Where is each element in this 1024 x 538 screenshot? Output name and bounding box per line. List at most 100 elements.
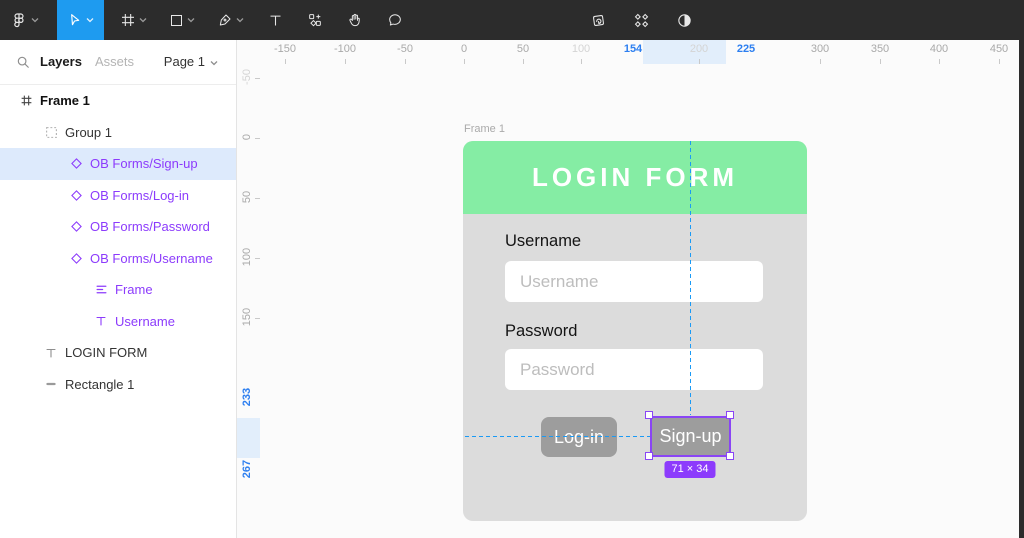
resources-tool-button[interactable]	[297, 0, 333, 40]
toolbar	[0, 0, 1024, 40]
ruler-tick	[255, 78, 260, 79]
login-button[interactable]: Log-in	[541, 417, 617, 457]
canvas-scrollbar[interactable]	[1019, 40, 1024, 538]
text-tool-button[interactable]	[258, 0, 293, 40]
variants-button[interactable]	[633, 0, 650, 40]
layer-row-login-form[interactable]: LOGIN FORM	[0, 337, 236, 369]
mask-icon	[676, 12, 693, 29]
selection-outline[interactable]	[650, 416, 731, 457]
selection-handle-top-right[interactable]	[726, 411, 734, 419]
hand-tool-icon	[347, 12, 363, 28]
ruler-label: 450	[989, 43, 1009, 55]
vertical-alignment-guide	[690, 141, 691, 415]
ruler-label: 200	[689, 43, 709, 55]
layer-row-ob-forms-password[interactable]: OB Forms/Password	[0, 211, 236, 243]
chevron-down-icon	[139, 17, 147, 23]
layer-row-group-1[interactable]: Group 1	[0, 117, 236, 149]
line-icon	[43, 376, 59, 392]
comment-tool-button[interactable]	[377, 0, 413, 40]
ruler-tick	[464, 59, 465, 64]
comment-icon	[387, 12, 403, 28]
pen-tool-icon	[217, 12, 233, 28]
component-icon	[68, 219, 84, 235]
layer-label: OB Forms/Username	[90, 250, 213, 266]
tab-layers[interactable]: Layers	[40, 54, 82, 69]
username-input[interactable]	[505, 261, 763, 302]
layer-label: Frame	[115, 282, 153, 298]
ruler-label: 100	[571, 43, 591, 55]
layer-row-ob-forms-log-in[interactable]: OB Forms/Log-in	[0, 180, 236, 212]
chevron-down-icon	[236, 17, 244, 23]
figma-logo-icon	[10, 11, 28, 29]
mask-button[interactable]	[676, 0, 693, 40]
layer-row-rectangle-1[interactable]: Rectangle 1	[0, 369, 236, 401]
password-label: Password	[505, 322, 578, 340]
component-icon	[68, 187, 84, 203]
page-selector-label: Page 1	[163, 54, 205, 69]
group-icon	[43, 124, 59, 140]
layer-label: Username	[115, 313, 175, 329]
move-cursor-icon	[67, 12, 83, 28]
ruler-tick	[581, 59, 582, 64]
frame-tool-button[interactable]	[112, 0, 155, 40]
layer-row-ob-forms-username[interactable]: OB Forms/Username	[0, 243, 236, 275]
toolbar-right-group	[590, 0, 693, 40]
design-frame[interactable]: LOGIN FORM Username Password Log-in Sign…	[463, 141, 807, 521]
ruler-tick	[820, 59, 821, 64]
chevron-down-icon	[210, 54, 218, 69]
text-tool-icon	[268, 13, 283, 28]
selection-handle-bottom-left[interactable]	[645, 452, 653, 460]
actions-button[interactable]	[590, 0, 607, 40]
layer-row-frame[interactable]: Frame	[0, 274, 236, 306]
layer-row-username[interactable]: Username	[0, 306, 236, 338]
form-header: LOGIN FORM	[463, 141, 807, 214]
ruler-label: 400	[929, 43, 949, 55]
canvas-frame-label[interactable]: Frame 1	[464, 123, 505, 135]
search-icon[interactable]	[16, 55, 30, 74]
auto-layout-icon	[93, 282, 109, 298]
layer-label: Frame 1	[40, 93, 90, 109]
frame-tool-icon	[120, 12, 136, 28]
form-title: LOGIN FORM	[531, 162, 739, 192]
figma-menu-button[interactable]	[0, 0, 45, 40]
layer-row-ob-forms-sign-up[interactable]: OB Forms/Sign-up	[0, 148, 236, 180]
ruler-label: -100	[333, 43, 357, 55]
password-input[interactable]	[505, 349, 763, 390]
component-icon	[68, 250, 84, 266]
ruler-tick	[345, 59, 346, 64]
ruler-label: -150	[273, 43, 297, 55]
ruler-label: 300	[810, 43, 830, 55]
chevron-down-icon	[86, 17, 94, 23]
panel-header: Layers Assets Page 1	[0, 40, 236, 85]
ruler-label: 225	[736, 43, 756, 55]
layer-label: LOGIN FORM	[65, 345, 148, 361]
layer-label: Rectangle 1	[65, 376, 135, 392]
move-tool-button[interactable]	[57, 0, 104, 40]
ruler-tick	[285, 59, 286, 64]
chevron-down-icon	[187, 17, 195, 23]
chevron-down-icon	[31, 17, 39, 23]
horizontal-alignment-guide	[465, 436, 650, 437]
layer-label: OB Forms/Log-in	[90, 187, 189, 203]
selection-handle-bottom-right[interactable]	[726, 452, 734, 460]
ruler-label: 150	[241, 307, 253, 327]
ruler-label: 154	[623, 43, 643, 55]
layer-label: OB Forms/Sign-up	[90, 156, 198, 172]
ruler-tick	[999, 59, 1000, 64]
hand-tool-button[interactable]	[337, 0, 373, 40]
ruler-label: 100	[241, 247, 253, 267]
page-selector[interactable]: Page 1	[164, 54, 218, 69]
ruler-tick	[939, 59, 940, 64]
pen-tool-button[interactable]	[209, 0, 252, 40]
shape-tool-button[interactable]	[161, 0, 203, 40]
layer-row-frame-1[interactable]: Frame 1	[0, 85, 236, 117]
tab-assets[interactable]: Assets	[95, 54, 135, 69]
ruler-tick	[255, 318, 260, 319]
text-icon	[43, 345, 59, 361]
selection-handle-top-left[interactable]	[645, 411, 653, 419]
ruler-label: 233	[241, 387, 253, 407]
username-label: Username	[505, 232, 582, 250]
signup-button[interactable]: Sign-up	[650, 416, 731, 457]
